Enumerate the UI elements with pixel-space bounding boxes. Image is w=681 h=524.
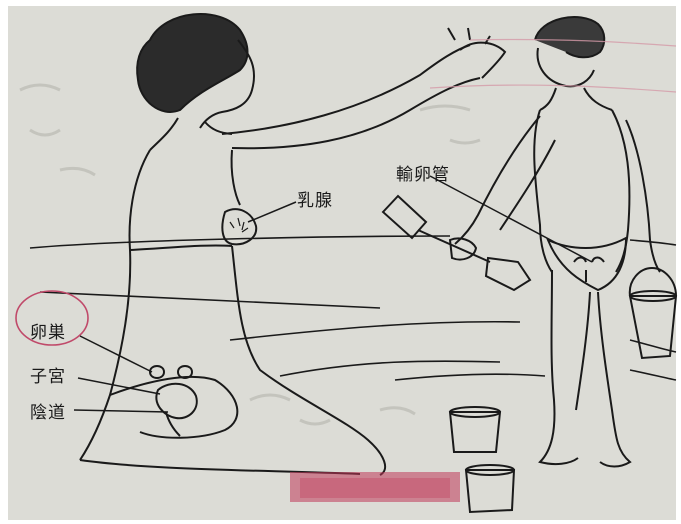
red-stamp [290, 472, 460, 502]
paper-background [8, 6, 676, 520]
label-oviduct: 輸卵管 [396, 160, 450, 185]
label-mammary-gland: 乳腺 [297, 186, 333, 211]
label-uterus: 子宮 [30, 362, 66, 387]
label-ovary: 卵巣 [30, 318, 66, 343]
label-vagina: 陰道 [30, 398, 66, 423]
